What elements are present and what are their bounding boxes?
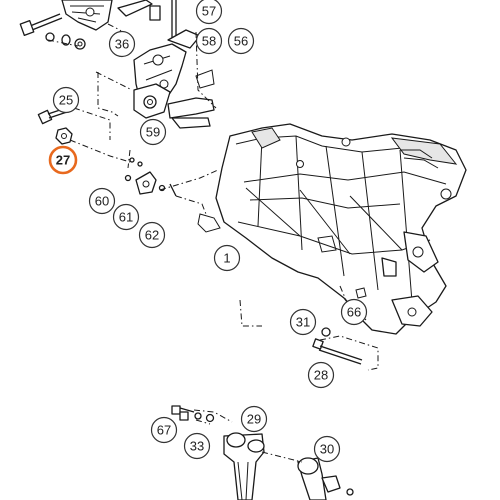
callout-circle	[213, 244, 241, 272]
callout-label: 60	[95, 194, 109, 209]
side-stand-30-part	[297, 457, 354, 500]
callout-circle	[150, 416, 178, 444]
callout-66: 66	[340, 298, 368, 326]
callout-61: 61	[112, 203, 140, 231]
callout-circle	[307, 361, 335, 389]
callout-62: 62	[138, 221, 166, 249]
callout-label: 28	[314, 368, 328, 383]
callout-25: 25	[52, 86, 80, 114]
callout-label: 25	[59, 93, 73, 108]
stand-bolt-set	[171, 405, 215, 423]
callout-label: 67	[157, 423, 171, 438]
callout-59: 59	[139, 118, 167, 146]
callout-30: 30	[313, 435, 341, 463]
callout-circle	[138, 221, 166, 249]
top-left-bolt	[19, 13, 63, 36]
callout-28: 28	[307, 361, 335, 389]
callout-67: 67	[150, 416, 178, 444]
callout-circle	[88, 187, 116, 215]
callout-circle	[313, 435, 341, 463]
callout-circle	[139, 118, 167, 146]
callout-label: 58	[202, 34, 216, 49]
clamp-parts	[124, 157, 177, 197]
callout-circle	[52, 86, 80, 114]
main-frame-part	[197, 123, 467, 335]
callout-label: 31	[296, 315, 310, 330]
callout-label: 36	[115, 37, 129, 52]
callout-1: 1	[213, 244, 241, 272]
callout-circle	[112, 203, 140, 231]
callout-27[interactable]: 27	[48, 145, 78, 175]
callout-label: 1	[223, 251, 230, 266]
stand-bracket-29-part	[223, 432, 265, 500]
callout-label: 27	[56, 153, 70, 168]
callout-circle	[227, 27, 255, 55]
callout-56: 56	[227, 27, 255, 55]
top-nut-set	[45, 32, 86, 50]
footrest-bracket-part	[61, 0, 113, 31]
assembly-leader-lines	[47, 23, 379, 463]
callout-label: 30	[320, 442, 334, 457]
link-arm-part	[117, 0, 177, 38]
pivot-mount-part	[133, 69, 215, 129]
callout-label: 61	[119, 210, 133, 225]
callout-label: 59	[146, 125, 160, 140]
callout-circle	[48, 145, 78, 175]
callout-31: 31	[289, 308, 317, 336]
callout-label: 56	[234, 34, 248, 49]
callout-36: 36	[108, 30, 136, 58]
callout-33: 33	[183, 432, 211, 460]
callout-label: 66	[347, 305, 361, 320]
callout-label: 29	[247, 412, 261, 427]
callout-label: 57	[202, 4, 216, 19]
callout-60: 60	[88, 187, 116, 215]
callout-57: 57	[195, 0, 223, 25]
callout-circle	[340, 298, 368, 326]
bolt-28-part	[312, 327, 363, 365]
callout-circle	[183, 432, 211, 460]
callout-58: 58	[195, 27, 223, 55]
callout-circle	[195, 27, 223, 55]
callout-label: 62	[145, 228, 159, 243]
callout-circle	[195, 0, 223, 25]
callout-circle	[289, 308, 317, 336]
callout-label: 33	[190, 439, 204, 454]
callout-circle	[108, 30, 136, 58]
callout-circle	[240, 405, 268, 433]
nut-27-part	[55, 127, 73, 145]
callout-29: 29	[240, 405, 268, 433]
